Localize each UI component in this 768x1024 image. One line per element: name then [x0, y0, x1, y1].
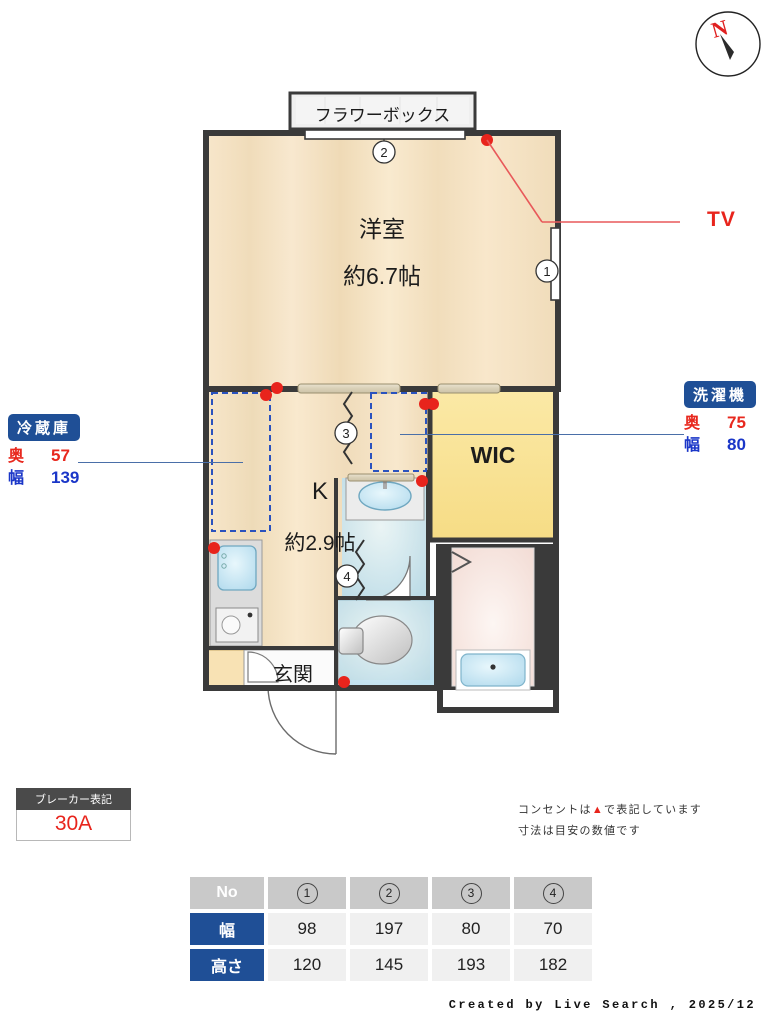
footer-credit: Created by Live Search , 2025/12: [448, 998, 756, 1012]
outlet-markers: [208, 134, 493, 688]
fridge-depth-value: 57: [51, 446, 70, 465]
fridge-annotation: 冷蔵庫 奥 57 幅 139: [8, 414, 104, 489]
washer-depth-value: 75: [727, 413, 746, 432]
breaker-value: 30A: [16, 810, 131, 841]
table-row-height: 高さ 120 145 193 182: [190, 949, 592, 981]
tv-leader-line: [486, 139, 680, 223]
cell-height-2: 145: [350, 949, 428, 981]
compass-north-label: N: [708, 14, 730, 42]
compass-rose: N: [692, 8, 764, 80]
fridge-width-value: 139: [51, 468, 80, 487]
floorplan-drawing: 2 1 3 4 フラワーボックス 洋室 約6.7帖 K 約2.9帖 WIC 玄関: [203, 91, 680, 755]
row-header-width: 幅: [190, 913, 264, 945]
outlet-triangle-icon: ▲: [591, 804, 604, 816]
room-area-kitchen: 約2.9帖: [284, 532, 356, 555]
breaker-box: ブレーカー表記 30A: [16, 788, 131, 841]
fridge-depth-label: 奥: [8, 448, 25, 465]
cell-height-3: 193: [432, 949, 510, 981]
washer-width-row: 幅 80: [684, 434, 768, 456]
room-label-washitsu: 洋室: [359, 216, 405, 242]
cell-height-1: 120: [268, 949, 346, 981]
plan-marker-3: 3: [334, 421, 358, 445]
legend-note: コンセントは▲で表記しています 寸法は目安の数値です: [518, 800, 758, 843]
plan-marker-1: 1: [535, 259, 559, 283]
circle-number-4: 4: [542, 883, 564, 904]
room-area-washitsu: 約6.7帖: [343, 263, 421, 289]
row-header-height: 高さ: [190, 949, 264, 981]
table-row-width: 幅 98 197 80 70: [190, 913, 592, 945]
room-label-kitchen: K: [311, 478, 328, 505]
svg-text:4: 4: [343, 569, 350, 584]
note-line-1-post: で表記しています: [604, 804, 703, 816]
svg-text:3: 3: [342, 426, 349, 441]
cell-width-3: 80: [432, 913, 510, 945]
washer-width-label: 幅: [684, 437, 701, 454]
cell-no-3: 3: [432, 877, 510, 909]
washer-annotation: 洗濯機 奥 75 幅 80: [684, 381, 768, 456]
flower-box-shape: [288, 91, 477, 131]
fridge-width-row: 幅 139: [8, 467, 104, 489]
fridge-width-label: 幅: [8, 470, 25, 487]
cell-no-4: 4: [514, 877, 592, 909]
tv-label: TV: [707, 208, 736, 231]
circle-number-1: 1: [296, 883, 318, 904]
washer-depth-label: 奥: [684, 415, 701, 432]
cell-no-1: 1: [268, 877, 346, 909]
washer-tag: 洗濯機: [684, 381, 757, 408]
cell-no-2: 2: [350, 877, 428, 909]
row-header-no: No: [190, 877, 264, 909]
washer-space-outline: [370, 392, 427, 472]
room-label-genkan: 玄関: [273, 664, 313, 686]
room-label-wic: WIC: [470, 442, 516, 468]
breaker-title: ブレーカー表記: [16, 788, 131, 810]
opening-spec-table: No 1 2 3 4 幅 98 197 80 70 高さ 120 145 193…: [186, 873, 596, 985]
note-line-2: 寸法は目安の数値です: [518, 825, 641, 838]
washer-depth-row: 奥 75: [684, 412, 768, 434]
plan-marker-2: 2: [372, 139, 396, 164]
toilet-fixture: [338, 615, 413, 665]
washer-width-value: 80: [727, 435, 746, 454]
fridge-depth-row: 奥 57: [8, 445, 104, 467]
fridge-leader-line: [78, 462, 243, 463]
svg-text:2: 2: [380, 145, 387, 160]
washer-leader-line: [400, 434, 684, 435]
cell-width-2: 197: [350, 913, 428, 945]
flower-box-label: フラワーボックス: [314, 106, 451, 125]
cell-width-1: 98: [268, 913, 346, 945]
table-row-numbers: No 1 2 3 4: [190, 877, 592, 909]
note-line-1: コンセントは▲で表記しています: [518, 800, 758, 821]
circle-number-2: 2: [378, 883, 400, 904]
cell-height-4: 182: [514, 949, 592, 981]
fridge-tag: 冷蔵庫: [8, 414, 81, 441]
cell-width-4: 70: [514, 913, 592, 945]
note-line-1-pre: コンセントは: [518, 804, 592, 816]
plan-marker-4: 4: [335, 564, 359, 588]
circle-number-3: 3: [460, 883, 482, 904]
svg-text:1: 1: [543, 264, 550, 279]
